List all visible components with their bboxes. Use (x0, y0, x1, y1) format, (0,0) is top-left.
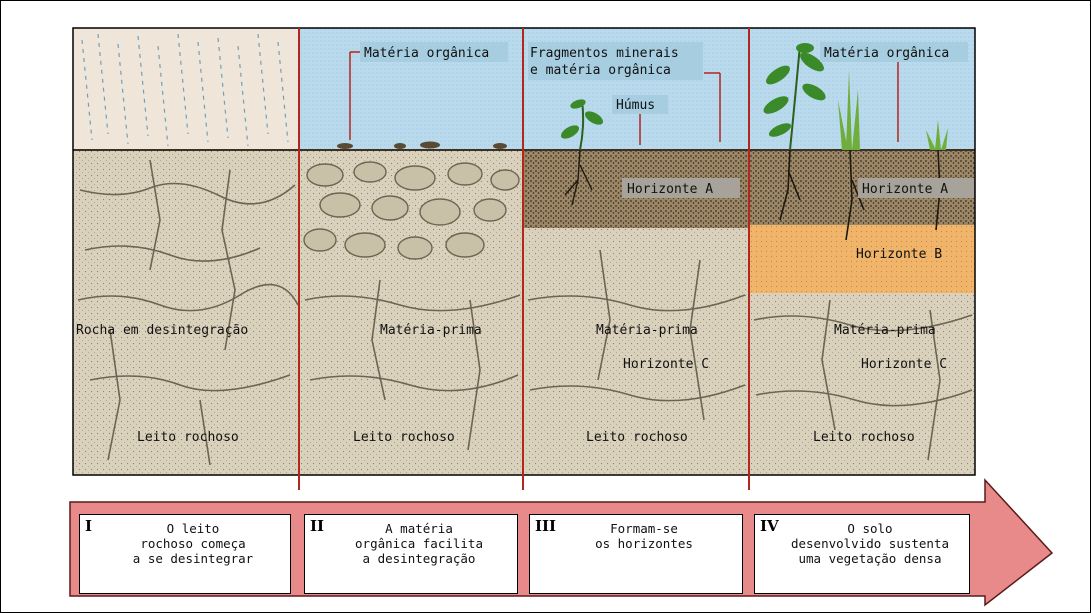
label-bedrock-1: Leito rochoso (137, 430, 239, 445)
label-mineral-fragments: Fragmentos minerais (530, 46, 679, 61)
caption-text-4: O solo desenvolvido sustenta uma vegetaç… (775, 521, 965, 566)
label-horizon-a-4: Horizonte A (862, 182, 948, 197)
label-organic-matter-4: Matéria orgânica (824, 46, 949, 61)
panel-2: Matéria orgânica Matéria-prima Leito roc… (299, 28, 523, 475)
label-bedrock-3: Leito rochoso (586, 430, 688, 445)
label-bedrock-2: Leito rochoso (353, 430, 455, 445)
caption-stage-2: II A matéria orgânica facilita a desinte… (304, 514, 518, 594)
stage-numeral-1: I (85, 517, 92, 535)
label-parent-material-2: Matéria-prima (380, 323, 482, 338)
label-parent-material-4: Matéria-prima (834, 323, 936, 338)
panel-4: Matéria orgânica Horizonte A Horizonte B… (749, 28, 975, 475)
label-horizon-b: Horizonte B (856, 247, 942, 262)
label-organic-matter-2: Matéria orgânica (364, 46, 489, 61)
caption-stage-3: III Formam-se os horizontes (529, 514, 743, 594)
label-bedrock-4: Leito rochoso (813, 430, 915, 445)
label-parent-material-3: Matéria-prima (596, 323, 698, 338)
caption-stage-4: IV O solo desenvolvido sustenta uma vege… (754, 514, 970, 594)
bedrock-area (73, 150, 299, 475)
caption-stage-1: I O leito rochoso começa a se desintegra… (79, 514, 291, 594)
label-horizon-a-3: Horizonte A (627, 182, 713, 197)
panel-3: Fragmentos minerais e matéria orgânica H… (523, 28, 749, 475)
label-horizon-c-4: Horizonte C (861, 357, 947, 372)
caption-text-2: A matéria orgânica facilita a desintegra… (325, 521, 513, 566)
rain-sky (73, 28, 299, 150)
label-humus: Húmus (616, 98, 655, 113)
caption-text-3: Formam-se os horizontes (550, 521, 738, 551)
label-rock-disintegration: Rocha em desintegração (76, 323, 248, 338)
label-horizon-c-3: Horizonte C (623, 357, 709, 372)
panel-1: Rocha em desintegração Leito rochoso (73, 28, 299, 475)
stage-numeral-2: II (310, 517, 324, 535)
caption-text-1: O leito rochoso começa a se desintegrar (100, 521, 286, 566)
label-and-organic-matter: e matéria orgânica (530, 63, 671, 78)
